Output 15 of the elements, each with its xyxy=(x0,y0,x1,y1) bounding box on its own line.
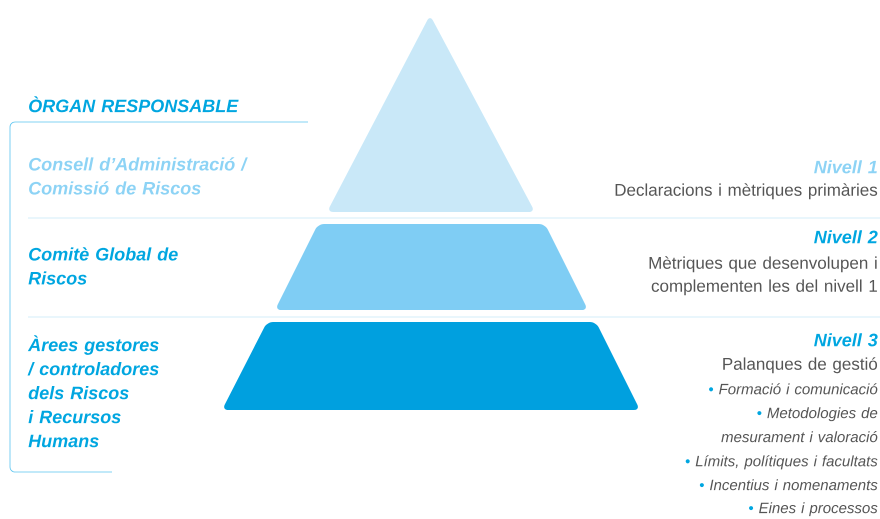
level-heading: Nivell 2 xyxy=(814,230,878,244)
bullet-item: • Eines i processos xyxy=(749,502,878,516)
group-heading: Àrees gestores / controladores dels Riscos i Recursos Humans xyxy=(28,335,159,448)
level-description: Palanques de gestió xyxy=(723,357,878,374)
bullet-item: • Metodologies de mesurament i valoració xyxy=(721,407,878,442)
group-heading: Consell d’Administració / Comissió de Riscos xyxy=(29,157,248,195)
level-heading: Nivell 3 xyxy=(814,333,878,346)
bullet-item: • Límits, polítiques i facultats xyxy=(686,455,878,470)
level-description: Mètriques que desenvolupen i complementen les del nivell 1 xyxy=(650,256,877,296)
bullet-item: • Formació i comunicació xyxy=(709,383,878,394)
level-heading: Nivell 1 xyxy=(814,160,877,174)
level-description: Declaracions i mètriques primàries xyxy=(616,183,878,200)
group-heading: Comitè Global de Riscos xyxy=(28,247,178,285)
bullet-item: • Incentius i nomenaments xyxy=(700,479,878,490)
group-heading: ÒRGAN RESPONSABLE xyxy=(29,96,239,112)
